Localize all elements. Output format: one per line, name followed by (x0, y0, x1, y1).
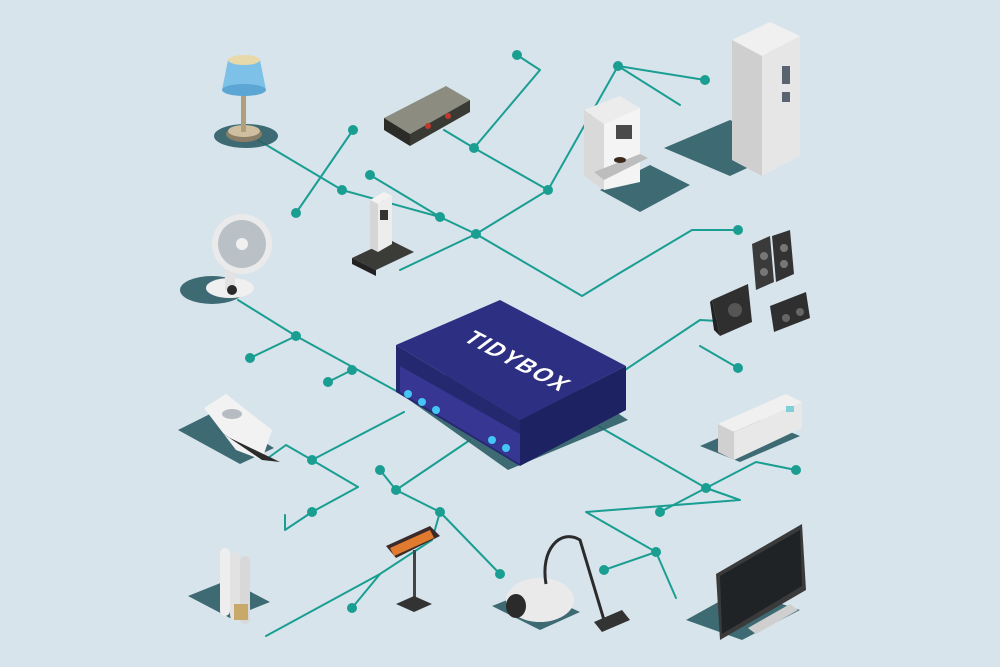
wire-hub-top (475, 229, 739, 297)
wire-fan (237, 299, 399, 393)
wire-lamp-branch (295, 129, 354, 214)
tv-icon[interactable] (686, 524, 806, 640)
phone-icon[interactable] (352, 192, 414, 276)
wire-hub-left-top (399, 233, 477, 271)
wire-tv (585, 487, 741, 599)
wire-phone (369, 174, 441, 218)
wire-heater-branch (351, 573, 381, 609)
speakers-icon[interactable] (710, 230, 810, 336)
hub-front-left (396, 345, 520, 466)
radiator-icon[interactable] (188, 548, 270, 624)
wire-ac (597, 425, 797, 489)
wire-receiver (443, 129, 549, 191)
tidybox-hub[interactable]: TIDYBOX (396, 300, 628, 470)
lamp-icon[interactable] (214, 55, 278, 148)
fan-icon[interactable] (180, 214, 272, 304)
wire-ac-branch (659, 487, 707, 513)
wire-iron (267, 411, 405, 461)
vacuum-icon[interactable] (492, 535, 630, 632)
wire-tv-branch (603, 551, 657, 571)
fridge-icon[interactable] (664, 22, 800, 176)
hub-top (396, 300, 626, 420)
air-conditioner-icon[interactable] (700, 394, 802, 462)
heater-icon[interactable] (386, 526, 440, 612)
hub-front-right (520, 366, 626, 466)
wire-coffee (617, 65, 681, 106)
iron-icon[interactable] (178, 394, 280, 464)
coffee-machine-icon[interactable] (584, 96, 690, 212)
wire-iron-down (284, 459, 359, 531)
hub-led-lights (404, 390, 510, 452)
amplifier-icon[interactable] (384, 86, 470, 146)
wire-fan-branch (249, 335, 297, 359)
wire-radiator (265, 439, 471, 637)
wire-top-branch (473, 54, 541, 149)
wire-vacuum (439, 511, 501, 575)
wire-speakers-branch (699, 345, 739, 369)
